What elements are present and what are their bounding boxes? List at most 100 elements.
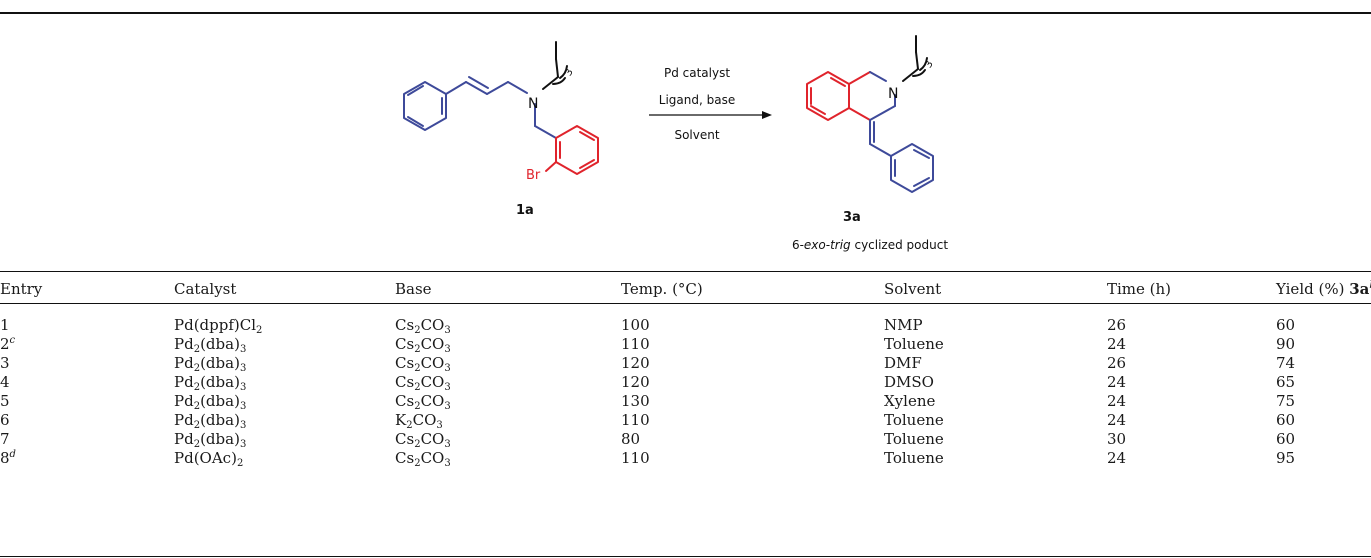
- cell-time: 24: [1107, 335, 1127, 353]
- product-compound-label: 3a: [843, 210, 861, 225]
- product-phenyl-ring: [890, 143, 934, 193]
- cell-catalyst: Pd(OAc)2: [174, 449, 244, 469]
- cell-catalyst: Pd2(dba)3: [174, 392, 247, 412]
- arrow-condition-ligand: Ligand, base: [659, 93, 735, 107]
- cell-temp: 80: [621, 430, 641, 448]
- cell-solvent: Toluene: [884, 430, 944, 448]
- cell-catalyst: Pd2(dba)3: [174, 411, 247, 431]
- cell-temp: 130: [621, 392, 650, 410]
- cell-catalyst: Pd(dppf)Cl2: [174, 316, 263, 336]
- cell-yield: 90: [1276, 335, 1296, 353]
- top-rule: [0, 12, 1371, 14]
- cell-entry: 6: [0, 411, 10, 429]
- cell-catalyst: Pd2(dba)3: [174, 335, 247, 355]
- product-structure: [806, 35, 934, 193]
- cell-yield: 60: [1276, 411, 1296, 429]
- header-solvent: Solvent: [884, 280, 942, 298]
- header-entry: Entry: [0, 280, 43, 298]
- product-chain-subscript: 3: [923, 59, 936, 70]
- cell-time: 30: [1107, 430, 1127, 448]
- cell-base: Cs2CO3: [395, 373, 451, 393]
- optimization-table: Entry Catalyst Base Temp. (°C) Solvent T…: [0, 275, 1371, 469]
- cell-entry: 4: [0, 373, 10, 391]
- reactant-compound-label: 1a: [516, 203, 534, 218]
- cell-entry: 3: [0, 354, 10, 372]
- table-row: 7 Pd2(dba)3 Cs2CO3 80 Toluene 30 60: [0, 430, 1371, 450]
- cell-catalyst: Pd2(dba)3: [174, 430, 247, 450]
- header-catalyst: Catalyst: [174, 280, 237, 298]
- cell-time: 24: [1107, 411, 1127, 429]
- header-yield-compound: 3a: [1349, 280, 1370, 298]
- cell-yield: 95: [1276, 449, 1296, 467]
- table-row: 4 Pd2(dba)3 Cs2CO3 120 DMSO 24 65: [0, 373, 1371, 393]
- cell-yield: 60: [1276, 316, 1296, 334]
- cell-entry: 8d: [0, 449, 16, 467]
- cell-temp: 120: [621, 354, 650, 372]
- cell-yield: 75: [1276, 392, 1296, 410]
- cell-base: Cs2CO3: [395, 392, 451, 412]
- cell-solvent: Toluene: [884, 449, 944, 467]
- reaction-arrow: [649, 111, 772, 119]
- table-header-row: Entry Catalyst Base Temp. (°C) Solvent T…: [0, 275, 1371, 303]
- cell-base: Cs2CO3: [395, 335, 451, 355]
- reactant-structure: [403, 41, 599, 175]
- product-azacycle: [869, 71, 896, 157]
- header-yield-footnote: b: [1369, 280, 1371, 291]
- cell-temp: 120: [621, 373, 650, 391]
- cell-solvent: Toluene: [884, 335, 944, 353]
- arrow-condition-solvent: Solvent: [674, 128, 719, 142]
- product-butyl-chain: [902, 35, 928, 82]
- cell-solvent: Xylene: [884, 392, 936, 410]
- cell-solvent: Toluene: [884, 411, 944, 429]
- cell-entry: 1: [0, 316, 10, 334]
- table-bottom-rule: [0, 556, 1371, 557]
- cell-time: 26: [1107, 316, 1127, 334]
- header-yield-label: Yield (%): [1276, 280, 1350, 298]
- table-row: 5 Pd2(dba)3 Cs2CO3 130 Xylene 24 75: [0, 392, 1371, 412]
- header-time: Time (h): [1107, 280, 1172, 298]
- cell-temp: 110: [621, 411, 650, 429]
- cell-solvent: DMSO: [884, 373, 934, 391]
- cell-base: Cs2CO3: [395, 316, 451, 336]
- header-temp: Temp. (°C): [621, 280, 703, 298]
- reactant-nitrogen-label: N: [528, 96, 538, 112]
- cell-temp: 100: [621, 316, 650, 334]
- header-base: Base: [395, 280, 432, 298]
- cell-time: 26: [1107, 354, 1127, 372]
- reaction-scheme: N 3 Br 1a Pd catalyst Ligand, base Solve…: [403, 35, 948, 252]
- cell-time: 24: [1107, 373, 1127, 391]
- cell-entry: 5: [0, 392, 10, 410]
- cell-solvent: NMP: [884, 316, 923, 334]
- cell-solvent: DMF: [884, 354, 922, 372]
- bromo-label: Br: [526, 168, 541, 183]
- header-yield: Yield (%) 3ab: [1276, 275, 1371, 303]
- product-caption: 6-exo-trig cyclized poduct: [792, 238, 948, 252]
- table-top-rule: [0, 271, 1371, 272]
- cell-yield: 74: [1276, 354, 1296, 372]
- cell-base: Cs2CO3: [395, 449, 451, 469]
- reactant-chain-subscript: 3: [563, 67, 576, 78]
- cell-time: 24: [1107, 392, 1127, 410]
- reactant-benzyl-linker: [534, 103, 557, 139]
- cell-time: 24: [1107, 449, 1127, 467]
- cell-base: K2CO3: [395, 411, 443, 431]
- cell-entry: 2c: [0, 335, 16, 353]
- cell-yield: 60: [1276, 430, 1296, 448]
- table-row: 8d Pd(OAc)2 Cs2CO3 110 Toluene 24 95: [0, 449, 1371, 469]
- reactant-bromoaryl-ring: [545, 125, 599, 175]
- cell-base: Cs2CO3: [395, 354, 451, 374]
- cell-catalyst: Pd2(dba)3: [174, 373, 247, 393]
- cell-yield: 65: [1276, 373, 1296, 391]
- arrow-condition-catalyst: Pd catalyst: [664, 66, 730, 80]
- table-row: 1 Pd(dppf)Cl2 Cs2CO3 100 NMP 26 60: [0, 316, 1371, 336]
- reactant-butyl-chain: [542, 41, 568, 90]
- cell-base: Cs2CO3: [395, 430, 451, 450]
- header-bottom-rule: [0, 303, 1371, 304]
- product-nitrogen-label: N: [888, 86, 898, 102]
- table-row: 6 Pd2(dba)3 K2CO3 110 Toluene 24 60: [0, 411, 1371, 431]
- cell-entry: 7: [0, 430, 10, 448]
- cell-temp: 110: [621, 449, 650, 467]
